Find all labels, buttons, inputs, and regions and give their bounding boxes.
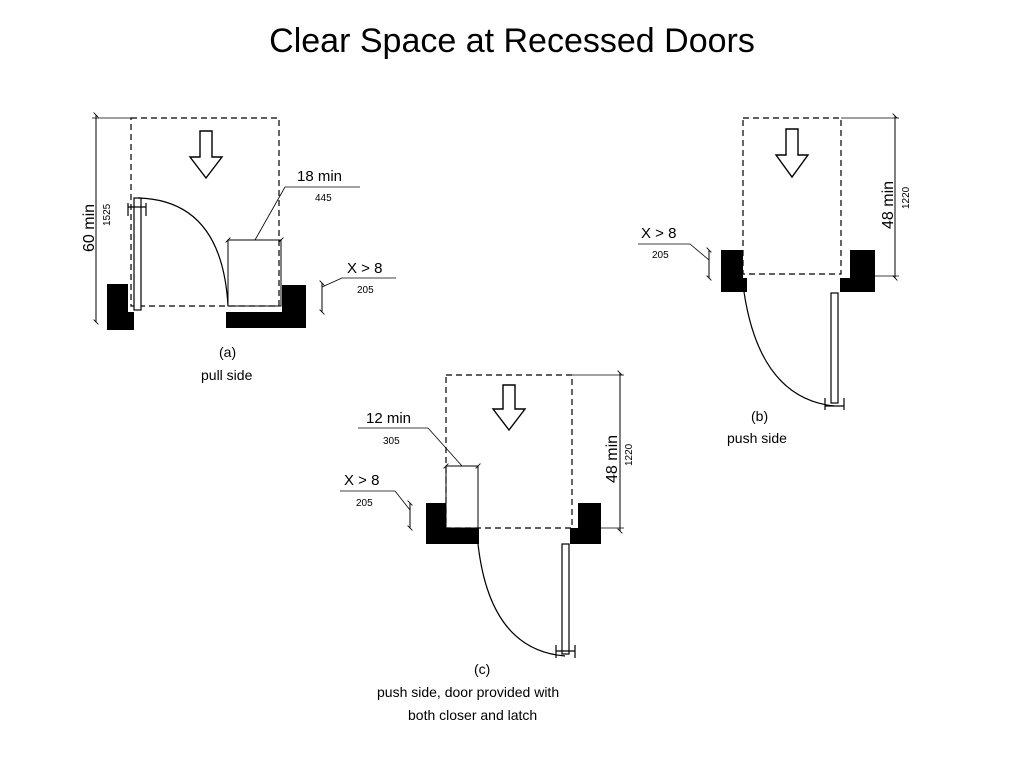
dimension-latch-c	[358, 427, 481, 469]
caption-c-line2: both closer and latch	[408, 707, 537, 723]
depth-metric-a: 1525	[102, 203, 113, 226]
slide-title: Clear Space at Recessed Doors	[269, 22, 755, 60]
wall-right-a	[226, 285, 306, 328]
caption-letter-c: (c)	[474, 661, 490, 677]
wall-left-a	[107, 284, 134, 330]
depth-label-a: 60 min	[81, 204, 98, 252]
caption-b: push side	[727, 430, 787, 446]
latch-metric-c: 305	[383, 436, 400, 447]
recess-label-c: X > 8	[344, 472, 379, 489]
dimension-depth-c	[572, 370, 624, 534]
wall-left-c	[426, 503, 479, 544]
clear-space-b	[742, 117, 842, 275]
door-a	[127, 197, 229, 311]
depth-label-c: 48 min	[604, 435, 621, 483]
wall-left-b	[721, 250, 747, 292]
wall-right-c	[570, 503, 601, 544]
caption-a: pull side	[201, 367, 253, 383]
dimension-recess-b	[638, 243, 712, 281]
recess-metric-b: 205	[652, 250, 669, 261]
depth-metric-c: 1220	[624, 443, 635, 466]
arrow-down-icon	[774, 128, 810, 179]
figure-a-pull-side: 60 min 1525 18 min 445 X > 8 205 (a) pul…	[81, 112, 396, 383]
door-b	[743, 291, 845, 410]
latch-label-c: 12 min	[366, 410, 411, 427]
recess-label-a: X > 8	[347, 260, 382, 277]
clear-space-a	[130, 117, 280, 307]
dimension-depth-a	[92, 112, 131, 325]
caption-c-line1: push side, door provided with	[377, 684, 559, 700]
latch-metric-a: 445	[315, 193, 332, 204]
latch-side-space-c	[445, 465, 479, 529]
clear-space-c	[445, 374, 573, 529]
wall-right-b	[840, 250, 875, 292]
door-c	[477, 543, 576, 658]
latch-side-space-a	[227, 239, 282, 307]
dimension-depth-b	[841, 113, 899, 281]
depth-label-b: 48 min	[880, 181, 897, 229]
figure-b-push-side: 48 min 1220 X > 8 205 (b) push side	[638, 113, 912, 446]
recess-label-b: X > 8	[641, 225, 676, 242]
arrow-down-icon	[188, 130, 224, 180]
depth-metric-b: 1220	[901, 186, 912, 209]
dimension-recess-c	[340, 490, 413, 531]
recess-metric-c: 205	[356, 498, 373, 509]
arrow-down-icon	[491, 384, 527, 432]
recess-metric-a: 205	[357, 285, 374, 296]
dimension-latch-a	[225, 186, 360, 243]
latch-label-a: 18 min	[297, 168, 342, 185]
caption-letter-a: (a)	[219, 344, 236, 360]
figure-c-push-side-closer-latch: 48 min 1220 12 min 305 X > 8 205 (c) pus…	[340, 370, 635, 723]
dimension-recess-a	[319, 277, 396, 315]
caption-letter-b: (b)	[751, 408, 768, 424]
